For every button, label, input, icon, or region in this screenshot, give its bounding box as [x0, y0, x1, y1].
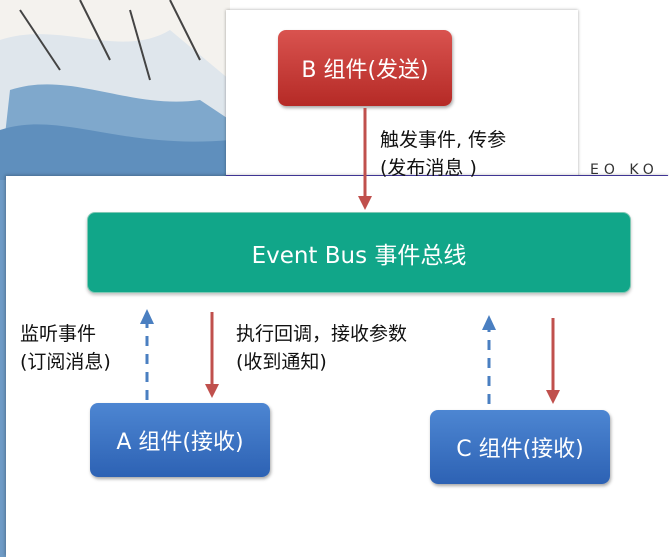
subscribe-label-line1: 监听事件: [20, 320, 111, 348]
callback-label-line2: (收到通知): [236, 348, 407, 376]
emit-label-line1: 触发事件, 传参: [380, 126, 506, 154]
subscribe-label-line2: (订阅消息): [20, 348, 111, 376]
callback-label-line1: 执行回调，接收参数: [236, 320, 407, 348]
receiver-c-box: C 组件(接收): [430, 410, 610, 484]
callback-label: 执行回调，接收参数 (收到通知): [236, 320, 407, 376]
event-bus-box: Event Bus 事件总线: [87, 212, 631, 293]
subscribe-label: 监听事件 (订阅消息): [20, 320, 111, 376]
sender-component-box: B 组件(发送): [278, 30, 452, 106]
emit-label-line2: (发布消息 ): [380, 154, 506, 182]
emit-label: 触发事件, 传参 (发布消息 ): [380, 126, 506, 182]
receiver-a-box: A 组件(接收): [90, 403, 270, 477]
